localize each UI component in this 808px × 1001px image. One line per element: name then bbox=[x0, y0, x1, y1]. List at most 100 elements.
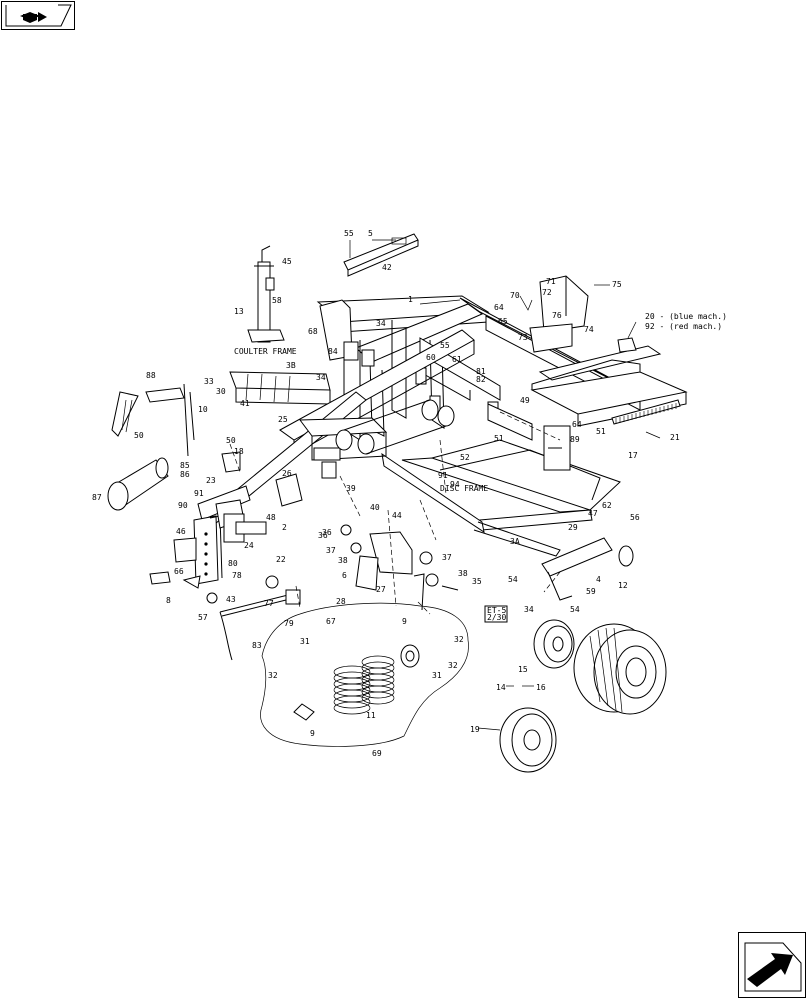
part-number: 5 bbox=[368, 229, 373, 238]
part-number: 78 bbox=[232, 571, 242, 580]
part-number: 44 bbox=[392, 511, 402, 520]
part-number: 73 bbox=[518, 333, 528, 342]
ref-box-line2: 2/30 bbox=[487, 613, 506, 622]
part-number: 34 bbox=[316, 373, 326, 382]
part-number: 24 bbox=[244, 541, 254, 550]
part-number: 52 bbox=[460, 453, 470, 462]
part-number: 66 bbox=[174, 567, 184, 576]
part-number: 69 bbox=[372, 749, 382, 758]
coulter-arm bbox=[355, 531, 425, 611]
book-arrow-icon bbox=[5, 4, 72, 27]
part-number: 54 bbox=[570, 605, 580, 614]
washers bbox=[340, 524, 459, 591]
part-number: 14 bbox=[496, 683, 506, 692]
part-number: 17 bbox=[628, 451, 638, 460]
part-number: 42 bbox=[382, 263, 392, 272]
part-number: 86 bbox=[180, 470, 190, 479]
part-number: 71 bbox=[546, 277, 556, 286]
part-number: 38 bbox=[338, 556, 348, 565]
part-number: 43 bbox=[226, 595, 236, 604]
part-number: 31 bbox=[432, 671, 442, 680]
part-number: 16 bbox=[536, 683, 546, 692]
part-number: 39 bbox=[346, 484, 356, 493]
part-number: 19 bbox=[470, 725, 480, 734]
part-number: 85 bbox=[180, 461, 190, 470]
previous-page-button[interactable] bbox=[1, 1, 75, 30]
part-number: 34 bbox=[524, 605, 534, 614]
part-number: 62 bbox=[602, 501, 612, 510]
part-number: 1 bbox=[408, 295, 413, 304]
part-number: 83 bbox=[252, 641, 262, 650]
part-number: 41 bbox=[240, 399, 250, 408]
part-number: 80 bbox=[228, 559, 238, 568]
part-number: 15 bbox=[518, 665, 528, 674]
part-number: 91 bbox=[194, 489, 204, 498]
part-number: 38 bbox=[458, 569, 468, 578]
part-number: 90 bbox=[178, 501, 188, 510]
part-number: 51 bbox=[596, 427, 606, 436]
part-number: 10 bbox=[198, 405, 208, 414]
part-number: 74 bbox=[584, 325, 594, 334]
part-number: 79 bbox=[284, 619, 294, 628]
leader-lines bbox=[229, 411, 561, 615]
part-number: 58 bbox=[272, 296, 282, 305]
part-number: 25 bbox=[278, 415, 288, 424]
tire-16 bbox=[573, 623, 667, 715]
part-number: 9 bbox=[402, 617, 407, 626]
part-number: 4 bbox=[596, 575, 601, 584]
part-number: 87 bbox=[92, 493, 102, 502]
part-number: 76 bbox=[552, 311, 562, 320]
kit-outline-69 bbox=[260, 602, 469, 747]
next-page-button[interactable] bbox=[738, 932, 806, 998]
part-number: 68 bbox=[308, 327, 318, 336]
part-number: 84 bbox=[328, 347, 338, 356]
tube-87 bbox=[107, 457, 169, 511]
part-number: 89 bbox=[570, 435, 580, 444]
part-number: 45 bbox=[282, 257, 292, 266]
part-number: 32 bbox=[448, 661, 458, 670]
part-number: 34 bbox=[376, 319, 386, 328]
reference-box bbox=[484, 605, 508, 623]
part-number: 36 bbox=[322, 528, 332, 537]
part-number: 51 bbox=[494, 434, 504, 443]
part-number: 33 bbox=[204, 377, 214, 386]
smv-sign bbox=[617, 337, 637, 353]
part-number: 21 bbox=[670, 433, 680, 442]
part-number: 82 bbox=[476, 375, 486, 384]
jack-13 bbox=[247, 245, 285, 343]
part-number: 9 bbox=[310, 729, 315, 738]
label-leaders bbox=[349, 239, 661, 731]
ref-box-line1: ET-5 bbox=[487, 606, 506, 615]
part-number: 55 bbox=[440, 341, 450, 350]
part-number: 6 bbox=[342, 571, 347, 580]
part-number: 55 bbox=[344, 229, 354, 238]
part-number: 37 bbox=[442, 553, 452, 562]
part-number: 65 bbox=[498, 317, 508, 326]
part-number: 77 bbox=[264, 599, 274, 608]
part-number: 49 bbox=[520, 396, 530, 405]
springs-11 bbox=[293, 644, 420, 721]
disk-19 bbox=[499, 707, 557, 773]
part-number: 50 bbox=[226, 436, 236, 445]
part-number: 27 bbox=[376, 585, 386, 594]
spring-21 bbox=[611, 399, 681, 425]
part-number: 36 bbox=[318, 531, 328, 540]
page-next-arrow-icon bbox=[744, 942, 802, 992]
part-number: 40 bbox=[370, 503, 380, 512]
part-number: 31 bbox=[300, 637, 310, 646]
part-number: 29 bbox=[568, 523, 578, 532]
part-number: 75 bbox=[612, 280, 622, 289]
part-number: 37 bbox=[326, 546, 336, 555]
part-number: 61 bbox=[452, 355, 462, 364]
part-number: 35 bbox=[472, 577, 482, 586]
part-number: 57 bbox=[198, 613, 208, 622]
part-number: 50 bbox=[134, 431, 144, 440]
part-number: 88 bbox=[146, 371, 156, 380]
part-number: 64 bbox=[572, 420, 582, 429]
part-number: 26 bbox=[282, 469, 292, 478]
bracket-71 bbox=[529, 275, 589, 353]
part-number: 22 bbox=[276, 555, 286, 564]
part-number: 59 bbox=[586, 587, 596, 596]
part-number: 64 bbox=[494, 303, 504, 312]
chain-83 bbox=[149, 571, 301, 661]
